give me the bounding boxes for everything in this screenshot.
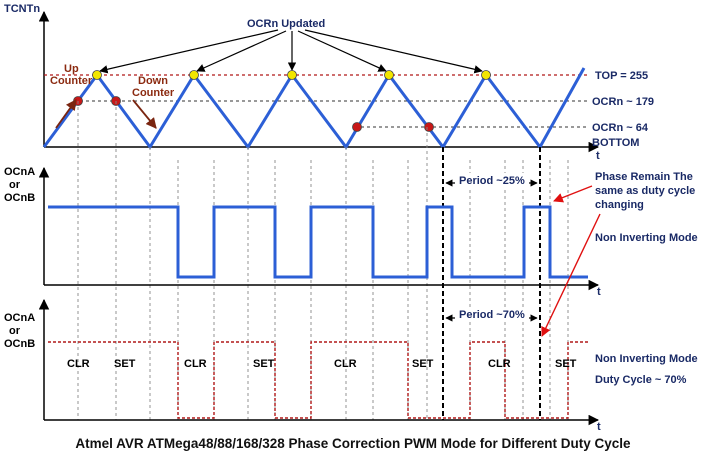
counter-wave	[42, 67, 586, 150]
period-25-label: Period ~25%	[459, 175, 525, 187]
bottom-x-axis-label: t	[597, 421, 601, 433]
update-arrow-2	[196, 30, 287, 72]
compare-marker	[352, 122, 362, 132]
bottom-y-label: OCnA	[4, 312, 35, 324]
pwm-wave-70	[48, 341, 588, 419]
ocr-low-label: OCRn ~ 64	[592, 122, 649, 134]
set-label: SET	[114, 358, 136, 370]
bottom-y-label: or	[9, 325, 21, 337]
timing-guides	[77, 101, 569, 420]
clr-label: CLR	[67, 358, 90, 370]
pwm-wave-25	[48, 205, 588, 279]
down-counter-arrow	[132, 99, 157, 129]
up-counter-arrow	[55, 99, 77, 129]
top-x-axis-label: t	[596, 150, 600, 162]
update-arrow-1	[99, 29, 279, 74]
phase-arrow-1	[553, 185, 593, 203]
phase-note: same as duty cycle	[595, 185, 695, 197]
mid-y-label: or	[9, 179, 21, 191]
update-marker	[481, 70, 491, 80]
bottom-level-label: BOTTOM	[592, 137, 639, 149]
ocrn-updated-label: OCRn Updated	[247, 18, 325, 30]
update-arrow-4	[297, 30, 387, 72]
top-level-label: TOP = 255	[595, 70, 648, 82]
duty-cycle-label: Duty Cycle ~ 70%	[595, 374, 687, 386]
up-counter-label: Counter	[50, 75, 93, 87]
update-marker	[92, 70, 102, 80]
update-marker	[384, 70, 394, 80]
set-label: SET	[253, 358, 275, 370]
phase-note: Phase Remain The	[595, 171, 693, 183]
update-marker	[287, 70, 297, 80]
bottom-y-label: OCnB	[4, 338, 35, 350]
mid-mode-label: Non Inverting Mode	[595, 232, 698, 244]
phase-note: changing	[595, 199, 644, 211]
clr-label: CLR	[488, 358, 511, 370]
set-label: SET	[555, 358, 577, 370]
mid-graph: OCnA or OCnB t Period ~25% Phase Remain …	[4, 166, 698, 337]
top-y-axis-label: TCNTn	[4, 3, 40, 15]
clr-label: CLR	[184, 358, 207, 370]
up-counter-label: Up	[64, 63, 79, 75]
phase-arrow-2	[541, 213, 601, 337]
mid-y-label: OCnB	[4, 192, 35, 204]
mid-x-axis-label: t	[597, 286, 601, 298]
down-counter-label: Down	[138, 75, 168, 87]
bottom-mode-label: Non Inverting Mode	[595, 353, 698, 365]
compare-marker	[424, 122, 434, 132]
figure-caption: Atmel AVR ATMega48/88/168/328 Phase Corr…	[75, 436, 631, 451]
down-counter-label: Counter	[132, 87, 175, 99]
ocr-high-label: OCRn ~ 179	[592, 96, 654, 108]
clr-label: CLR	[334, 358, 357, 370]
bottom-graph: OCnA or OCnB t Period ~70% CLR SET CLR S…	[4, 298, 698, 433]
top-graph: TCNTn t TOP = 255 OCRn ~ 179 OCRn ~ 64 B…	[4, 3, 654, 162]
mid-y-label: OCnA	[4, 166, 35, 178]
period-70-label: Period ~70%	[459, 309, 525, 321]
update-marker	[189, 70, 199, 80]
update-arrow-5	[304, 29, 483, 74]
set-label: SET	[412, 358, 434, 370]
